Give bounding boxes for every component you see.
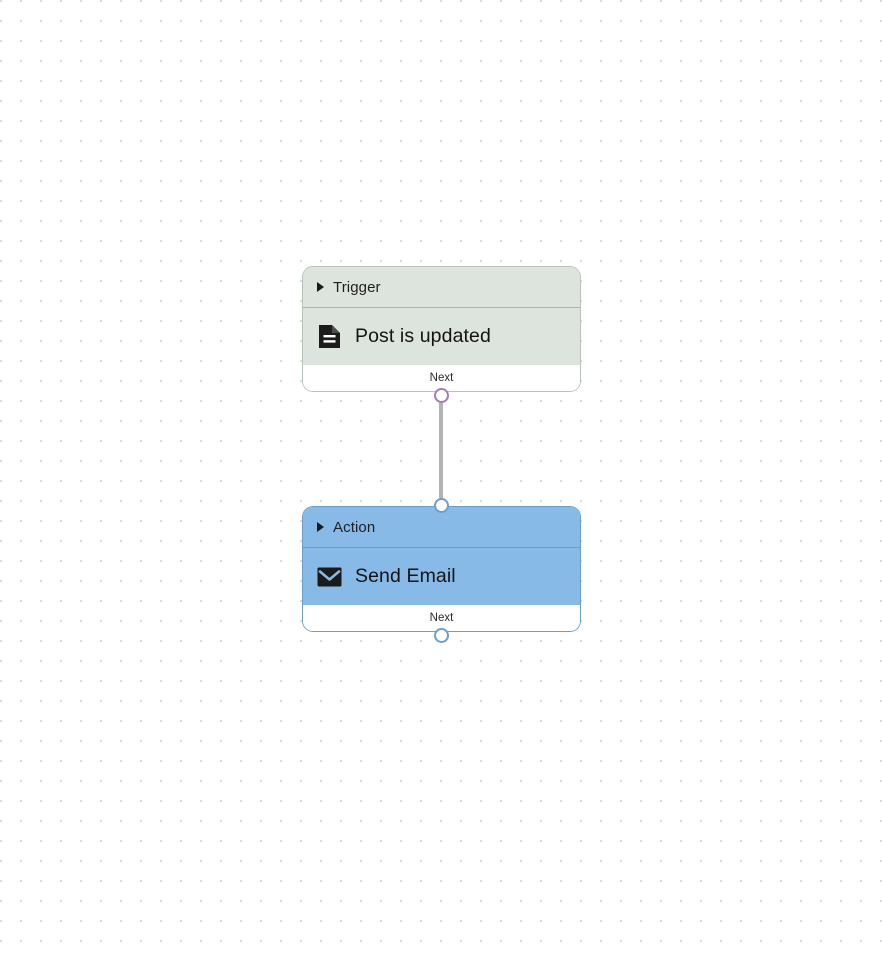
node-action[interactable]: Action Send Email Next: [302, 506, 581, 632]
action-next-label: Next: [429, 611, 454, 624]
edge-trigger-to-action[interactable]: [439, 396, 443, 508]
action-header-label: Action: [333, 518, 376, 536]
envelope-icon: [317, 564, 342, 589]
action-header[interactable]: Action: [303, 507, 580, 548]
document-icon: [317, 324, 342, 349]
trigger-title: Post is updated: [355, 324, 491, 347]
trigger-header[interactable]: Trigger: [303, 267, 580, 308]
trigger-next-label: Next: [429, 371, 454, 384]
caret-right-icon[interactable]: [317, 282, 324, 292]
action-body[interactable]: Send Email: [303, 548, 580, 605]
node-trigger[interactable]: Trigger Post is updated Next: [302, 266, 581, 392]
trigger-output-port[interactable]: [434, 388, 449, 403]
trigger-header-label: Trigger: [333, 278, 381, 296]
action-title: Send Email: [355, 564, 456, 587]
trigger-body[interactable]: Post is updated: [303, 308, 580, 365]
action-input-port[interactable]: [434, 498, 449, 513]
action-footer[interactable]: Next: [303, 605, 580, 631]
trigger-footer[interactable]: Next: [303, 365, 580, 391]
action-output-port[interactable]: [434, 628, 449, 643]
caret-right-icon[interactable]: [317, 522, 324, 532]
